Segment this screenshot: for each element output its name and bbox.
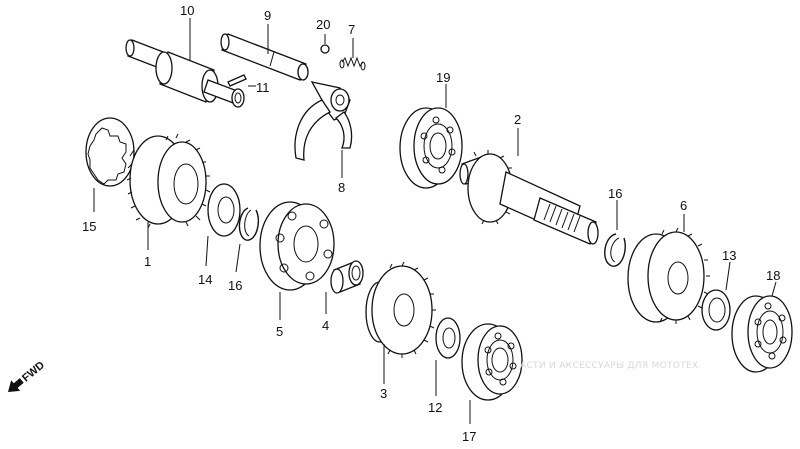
part-20-ball [320, 44, 330, 54]
part-15-splined-washer [85, 117, 135, 187]
part-2-countershaft [459, 150, 599, 245]
fwd-arrow: FWD [8, 359, 47, 392]
part-9-shift-rod [220, 33, 309, 81]
callout-6: 6 [680, 198, 687, 213]
callout-10: 10 [180, 3, 194, 18]
callout-16b: 16 [608, 186, 622, 201]
part-18-bearing [731, 295, 793, 373]
fwd-label: FWD [20, 359, 47, 384]
callout-3: 3 [380, 386, 387, 401]
callout-labels: 10 9 20 7 11 8 19 2 16 6 13 18 15 1 14 1… [82, 3, 780, 444]
arrow-icon [8, 378, 24, 392]
part-19-bearing [399, 107, 463, 189]
callout-11: 11 [256, 80, 270, 95]
callout-8: 8 [338, 180, 345, 195]
part-16b-circlip [604, 233, 626, 267]
part-16a-circlip [238, 207, 260, 241]
part-8-shift-fork [294, 81, 353, 161]
part-11-pin [227, 74, 247, 87]
callout-5: 5 [276, 324, 283, 339]
callout-18: 18 [766, 268, 780, 283]
callout-20: 20 [316, 17, 330, 32]
leader-lines [93, 18, 777, 424]
part-7-spring [339, 56, 366, 71]
part-5-drum [259, 201, 335, 291]
callout-13: 13 [722, 248, 736, 263]
part-1-gear [126, 133, 211, 229]
part-13-washer [701, 289, 731, 331]
callout-12: 12 [428, 400, 442, 415]
callout-19: 19 [436, 70, 450, 85]
part-12-washer [435, 317, 461, 359]
callout-17: 17 [462, 429, 476, 444]
part-6-gear [627, 227, 710, 324]
watermark: АСТИ И АКСЕССУАРЫ ДЛЯ МОТОТЕХ [520, 361, 698, 371]
callout-4: 4 [322, 318, 329, 333]
callout-15: 15 [82, 219, 96, 234]
part-3-gear [365, 261, 436, 358]
callout-7: 7 [348, 22, 355, 37]
part-4-bushing [330, 260, 364, 294]
callout-14: 14 [198, 272, 212, 287]
part-14-washer [207, 183, 241, 237]
watermark-caption: АСТИ И АКСЕССУАРЫ ДЛЯ МОТОТЕХ [520, 361, 698, 371]
callout-2: 2 [514, 112, 521, 127]
part-17-bearing [461, 323, 523, 401]
callout-9: 9 [264, 8, 271, 23]
part-10-shaft [125, 39, 245, 108]
callout-16a: 16 [228, 278, 242, 293]
callout-1: 1 [144, 254, 151, 269]
